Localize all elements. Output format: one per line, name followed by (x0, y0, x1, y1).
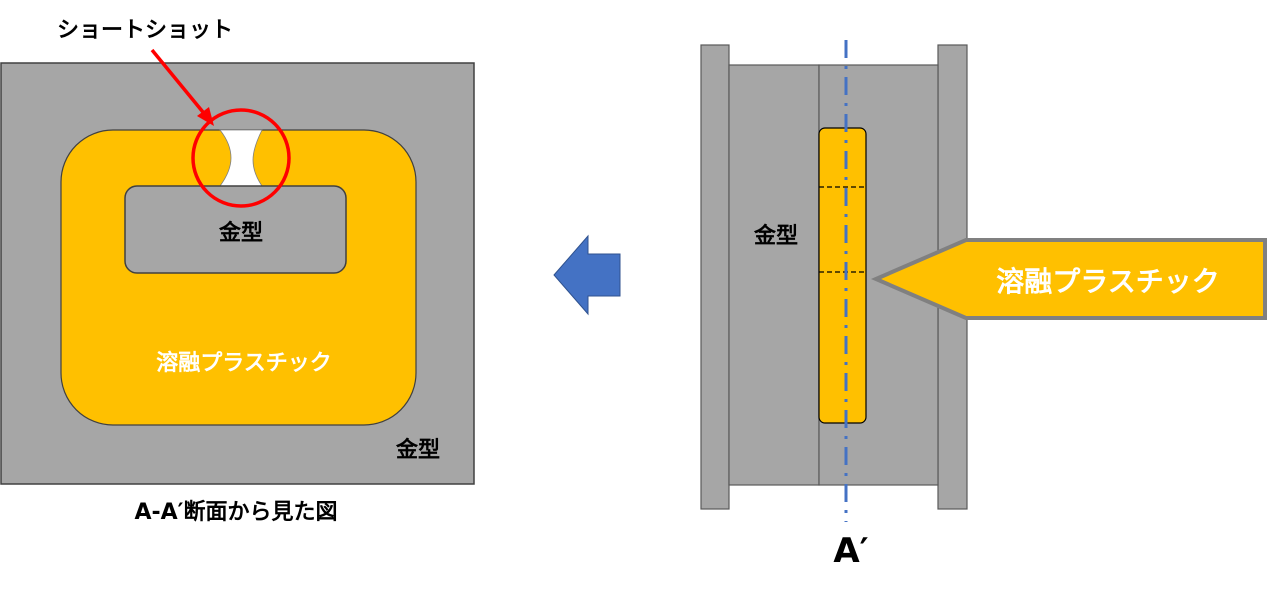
left-platen (700, 44, 730, 510)
section-caption: A-A′断面から見た図 (135, 499, 338, 525)
injection-arrow (870, 238, 1267, 320)
mold-half-left (728, 64, 820, 486)
section-mark-label: A′ (833, 531, 868, 571)
molten-plastic-label-left: 溶融プラスチック (156, 350, 332, 376)
inner-mold-core (124, 185, 347, 274)
view-direction-arrow (553, 234, 621, 316)
inner-mold-label: 金型 (218, 220, 263, 246)
short-shot-label: ショートショット (57, 18, 233, 43)
side-view: 金型 溶融プラスチック A′ (700, 40, 1267, 571)
short-shot-callout-circle (191, 108, 291, 208)
cavity-plastic (818, 127, 867, 424)
short-shot-pointer-line (150, 48, 209, 119)
mold-label-right: 金型 (753, 223, 798, 249)
molten-plastic-label-right: 溶融プラスチック (996, 265, 1219, 298)
short-shot-pointer-head (197, 107, 214, 126)
outer-mold-label: 金型 (395, 437, 440, 463)
cross-section-view: ショートショット 金型 溶融プラスチック 金型 A-A′断面から見た図 (0, 18, 475, 525)
